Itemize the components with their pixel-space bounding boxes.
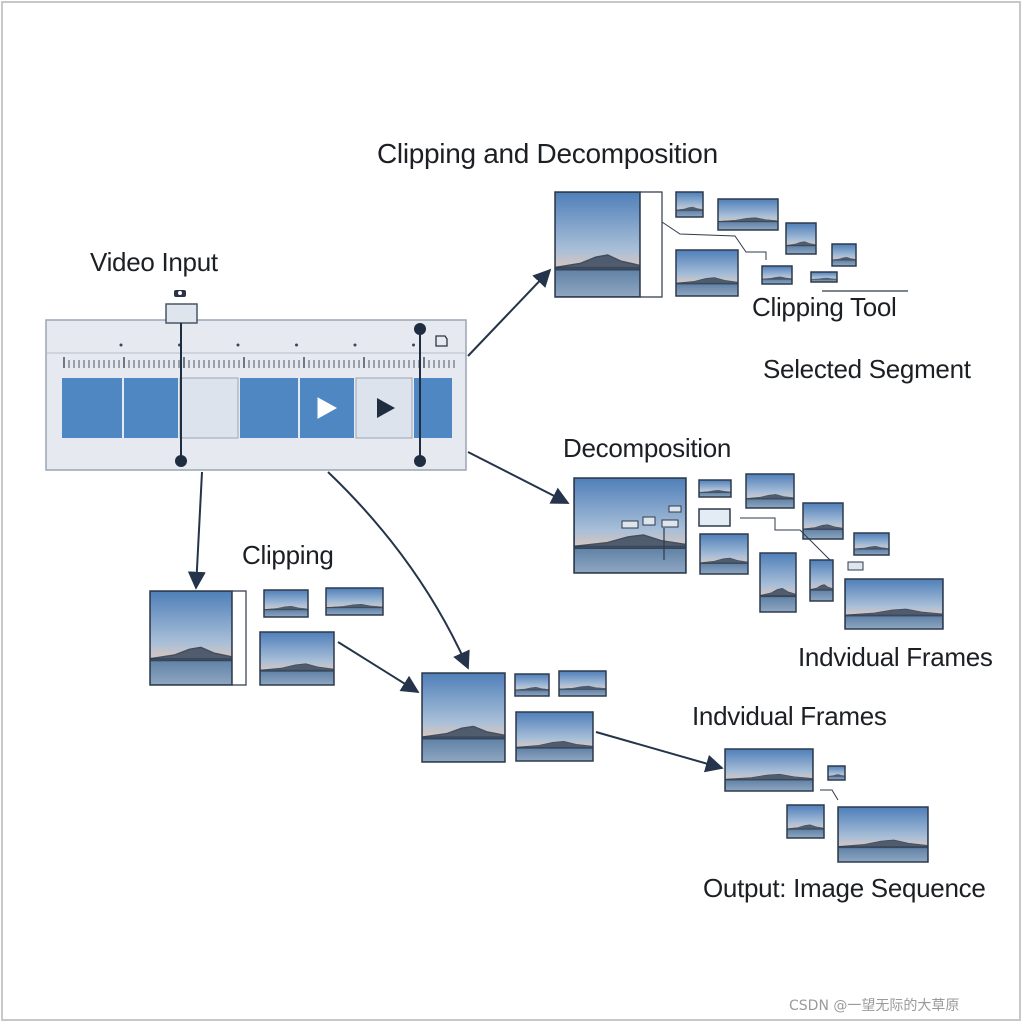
clipping-frames — [149, 587, 384, 686]
arrow-to-decomposition — [467, 451, 570, 504]
ruler-dot — [119, 343, 123, 347]
video-timeline — [45, 290, 467, 471]
ruler-dot — [412, 343, 415, 347]
label-selected-segment: Selected Segment — [763, 354, 971, 384]
ruler-dot — [353, 343, 357, 347]
title-clipping-and-decomposition: Clipping and Decomposition — [377, 138, 718, 169]
label-output-image-sequence: Output: Image Sequence — [703, 873, 986, 903]
arrow-to-output — [595, 731, 724, 773]
timeline-clip-2[interactable] — [124, 378, 178, 438]
handle-icon[interactable] — [414, 455, 426, 467]
label-individual-frames-right: Indvidual Frames — [798, 642, 993, 672]
arrow-to-clipping-decomposition — [467, 268, 552, 357]
arrow-clip-to-middle — [337, 641, 420, 693]
watermark: CSDN @一望无际的大草原 — [789, 998, 960, 1014]
timeline-clip-3[interactable] — [179, 377, 239, 439]
document-icon — [435, 335, 448, 347]
label-individual-frames-bottom: Indvidual Frames — [692, 701, 887, 731]
camera-icon — [174, 290, 186, 297]
arrow-to-clipping — [187, 471, 206, 590]
playhead-handle[interactable] — [165, 303, 198, 324]
clipping-decomposition-frames — [554, 191, 908, 298]
flow-arrows — [187, 268, 724, 773]
handle-icon[interactable] — [414, 323, 426, 335]
label-decomposition: Decomposition — [563, 433, 732, 463]
label-video-input: Video Input — [90, 247, 218, 277]
decomposition-frames — [573, 473, 944, 630]
timeline-ruler — [63, 343, 455, 368]
play-icon[interactable] — [377, 398, 395, 418]
output-frames — [724, 748, 929, 863]
play-icon[interactable] — [317, 397, 338, 419]
handle-icon[interactable] — [175, 455, 187, 467]
middle-frames — [421, 670, 607, 763]
label-clipping-tool: Clipping Tool — [752, 292, 897, 322]
timeline-clip-1[interactable] — [62, 378, 122, 438]
timeline-clip-4[interactable] — [240, 378, 298, 438]
ruler-dot — [295, 343, 298, 347]
label-clipping: Clipping — [242, 540, 334, 570]
ruler-dot — [236, 343, 240, 347]
arrow-to-middle-frames — [327, 471, 470, 670]
